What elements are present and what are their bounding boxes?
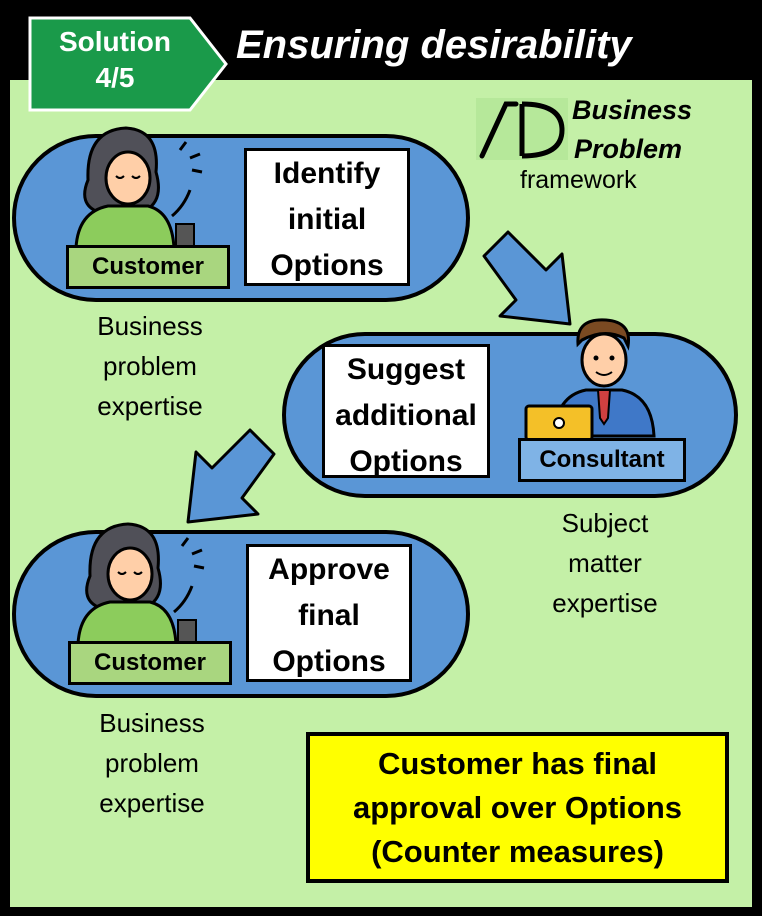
step-3-box: Approve final Options <box>246 544 412 682</box>
page-title: Ensuring desirability <box>236 23 632 67</box>
step-3-line-3: Options <box>272 645 386 678</box>
step-3-expertise-line-3: expertise <box>99 788 205 818</box>
logo-word-business: Business <box>572 95 693 125</box>
consultant-person-icon <box>524 318 656 442</box>
step-1-line-3: Options <box>270 249 384 282</box>
step-2-line-1: Suggest <box>346 353 466 386</box>
step-2-expertise-line-3: expertise <box>552 588 658 618</box>
solution-badge-text: Solution 4/5 <box>40 24 190 96</box>
step-3-expertise-line-1: Business <box>99 708 205 738</box>
logo-subtitle: framework <box>520 166 637 194</box>
ad-logo-icon <box>476 98 568 160</box>
step-3-line-1: Approve <box>268 553 390 586</box>
step-3-role-label: Customer <box>68 641 232 685</box>
step-2-role-label: Consultant <box>518 438 686 482</box>
step-3-expertise: Business problem expertise <box>62 703 242 823</box>
step-1-expertise-line-2: problem <box>103 351 197 381</box>
step-1-expertise-line-1: Business <box>97 311 203 341</box>
logo-word-problem: Problem <box>574 134 683 164</box>
step-1-role-label: Customer <box>66 245 230 289</box>
approval-note: Customer has final approval over Options… <box>306 732 729 883</box>
step-1-box: Identify initial Options <box>244 148 410 286</box>
step-2-line-2: additional <box>335 399 477 432</box>
flow-arrow-icon <box>186 428 276 524</box>
step-2-expertise-line-1: Subject <box>561 508 649 538</box>
step-1-expertise: Business problem expertise <box>60 306 240 426</box>
step-3-expertise-line-2: problem <box>105 748 199 778</box>
step-3-line-2: final <box>298 599 360 632</box>
step-1-expertise-line-3: expertise <box>97 391 203 421</box>
step-1-line-2: initial <box>287 203 367 236</box>
badge-line-1: Solution <box>59 26 171 57</box>
solution-badge <box>28 16 228 112</box>
note-line-1: Customer has final <box>377 746 658 781</box>
step-2-expertise: Subject matter expertise <box>520 503 690 623</box>
flow-arrow-icon <box>482 230 572 326</box>
note-line-2: approval over Options <box>352 790 682 825</box>
badge-line-2: 4/5 <box>95 62 135 93</box>
step-2-box: Suggest additional Options <box>322 344 490 478</box>
step-1-line-1: Identify <box>273 157 381 190</box>
customer-person-icon <box>76 522 205 646</box>
step-2-line-3: Options <box>349 445 463 478</box>
customer-person-icon <box>74 126 203 250</box>
step-2-expertise-line-2: matter <box>568 548 642 578</box>
note-line-3: (Counter measures) <box>371 834 664 869</box>
